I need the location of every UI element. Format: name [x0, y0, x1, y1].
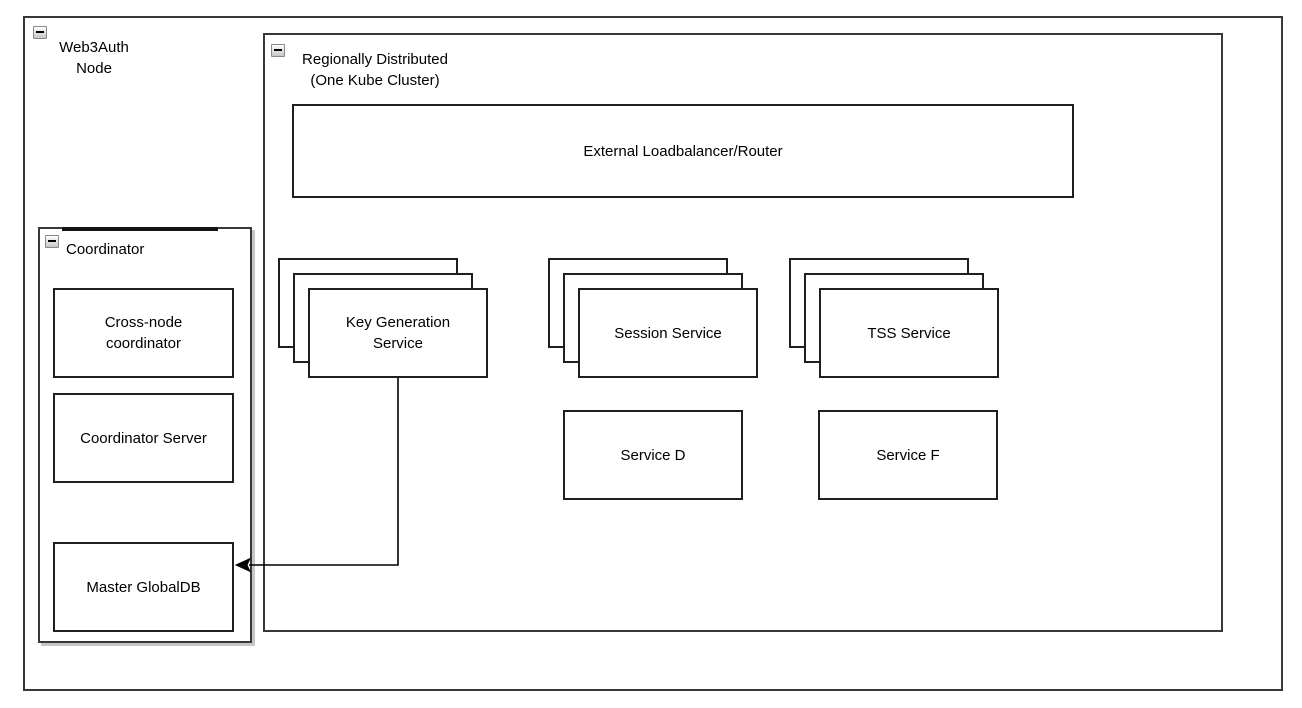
- node-master-globaldb-label: Master GlobalDB: [86, 578, 201, 596]
- stack-front-box[interactable]: Key Generation Service: [308, 288, 488, 378]
- container-regionally-distributed-label: Regionally Distributed (One Kube Cluster…: [302, 51, 448, 89]
- collapse-minus-icon[interactable]: [33, 26, 47, 39]
- collapse-minus-icon[interactable]: [45, 235, 59, 248]
- coordinator-top-border-accent: [62, 227, 218, 231]
- node-session-service-label: Session Service: [614, 324, 722, 342]
- container-web3auth-node[interactable]: Web3Auth Node Regionally Distributed (On…: [23, 16, 1283, 691]
- container-coordinator[interactable]: Coordinator Cross-node coordinator Coord…: [38, 227, 252, 643]
- node-service-f[interactable]: Service F: [818, 410, 998, 500]
- node-cross-node-coordinator-label: Cross-node coordinator: [104, 314, 183, 352]
- node-cross-node-coordinator[interactable]: Cross-node coordinator: [53, 288, 234, 378]
- container-coordinator-label: Coordinator: [66, 241, 145, 258]
- node-external-loadbalancer[interactable]: External Loadbalancer/Router: [292, 104, 1074, 198]
- node-service-d-label: Service D: [620, 446, 686, 464]
- node-session-service[interactable]: Session Service: [548, 258, 758, 378]
- stack-front-box[interactable]: Session Service: [578, 288, 758, 378]
- stack-front-box[interactable]: TSS Service: [819, 288, 999, 378]
- node-coordinator-server-label: Coordinator Server: [80, 429, 207, 447]
- container-web3auth-node-label: Web3Auth Node: [59, 39, 129, 77]
- container-regionally-distributed[interactable]: Regionally Distributed (One Kube Cluster…: [263, 33, 1223, 632]
- node-coordinator-server[interactable]: Coordinator Server: [53, 393, 234, 483]
- node-tss-service-label: TSS Service: [867, 324, 951, 342]
- node-tss-service[interactable]: TSS Service: [789, 258, 999, 378]
- node-service-f-label: Service F: [876, 446, 940, 464]
- node-master-globaldb[interactable]: Master GlobalDB: [53, 542, 234, 632]
- collapse-minus-icon[interactable]: [271, 44, 285, 57]
- node-external-loadbalancer-label: External Loadbalancer/Router: [583, 142, 783, 160]
- node-key-generation-service[interactable]: Key Generation Service: [278, 258, 488, 378]
- node-service-d[interactable]: Service D: [563, 410, 743, 500]
- node-key-generation-service-label: Key Generation Service: [345, 314, 451, 352]
